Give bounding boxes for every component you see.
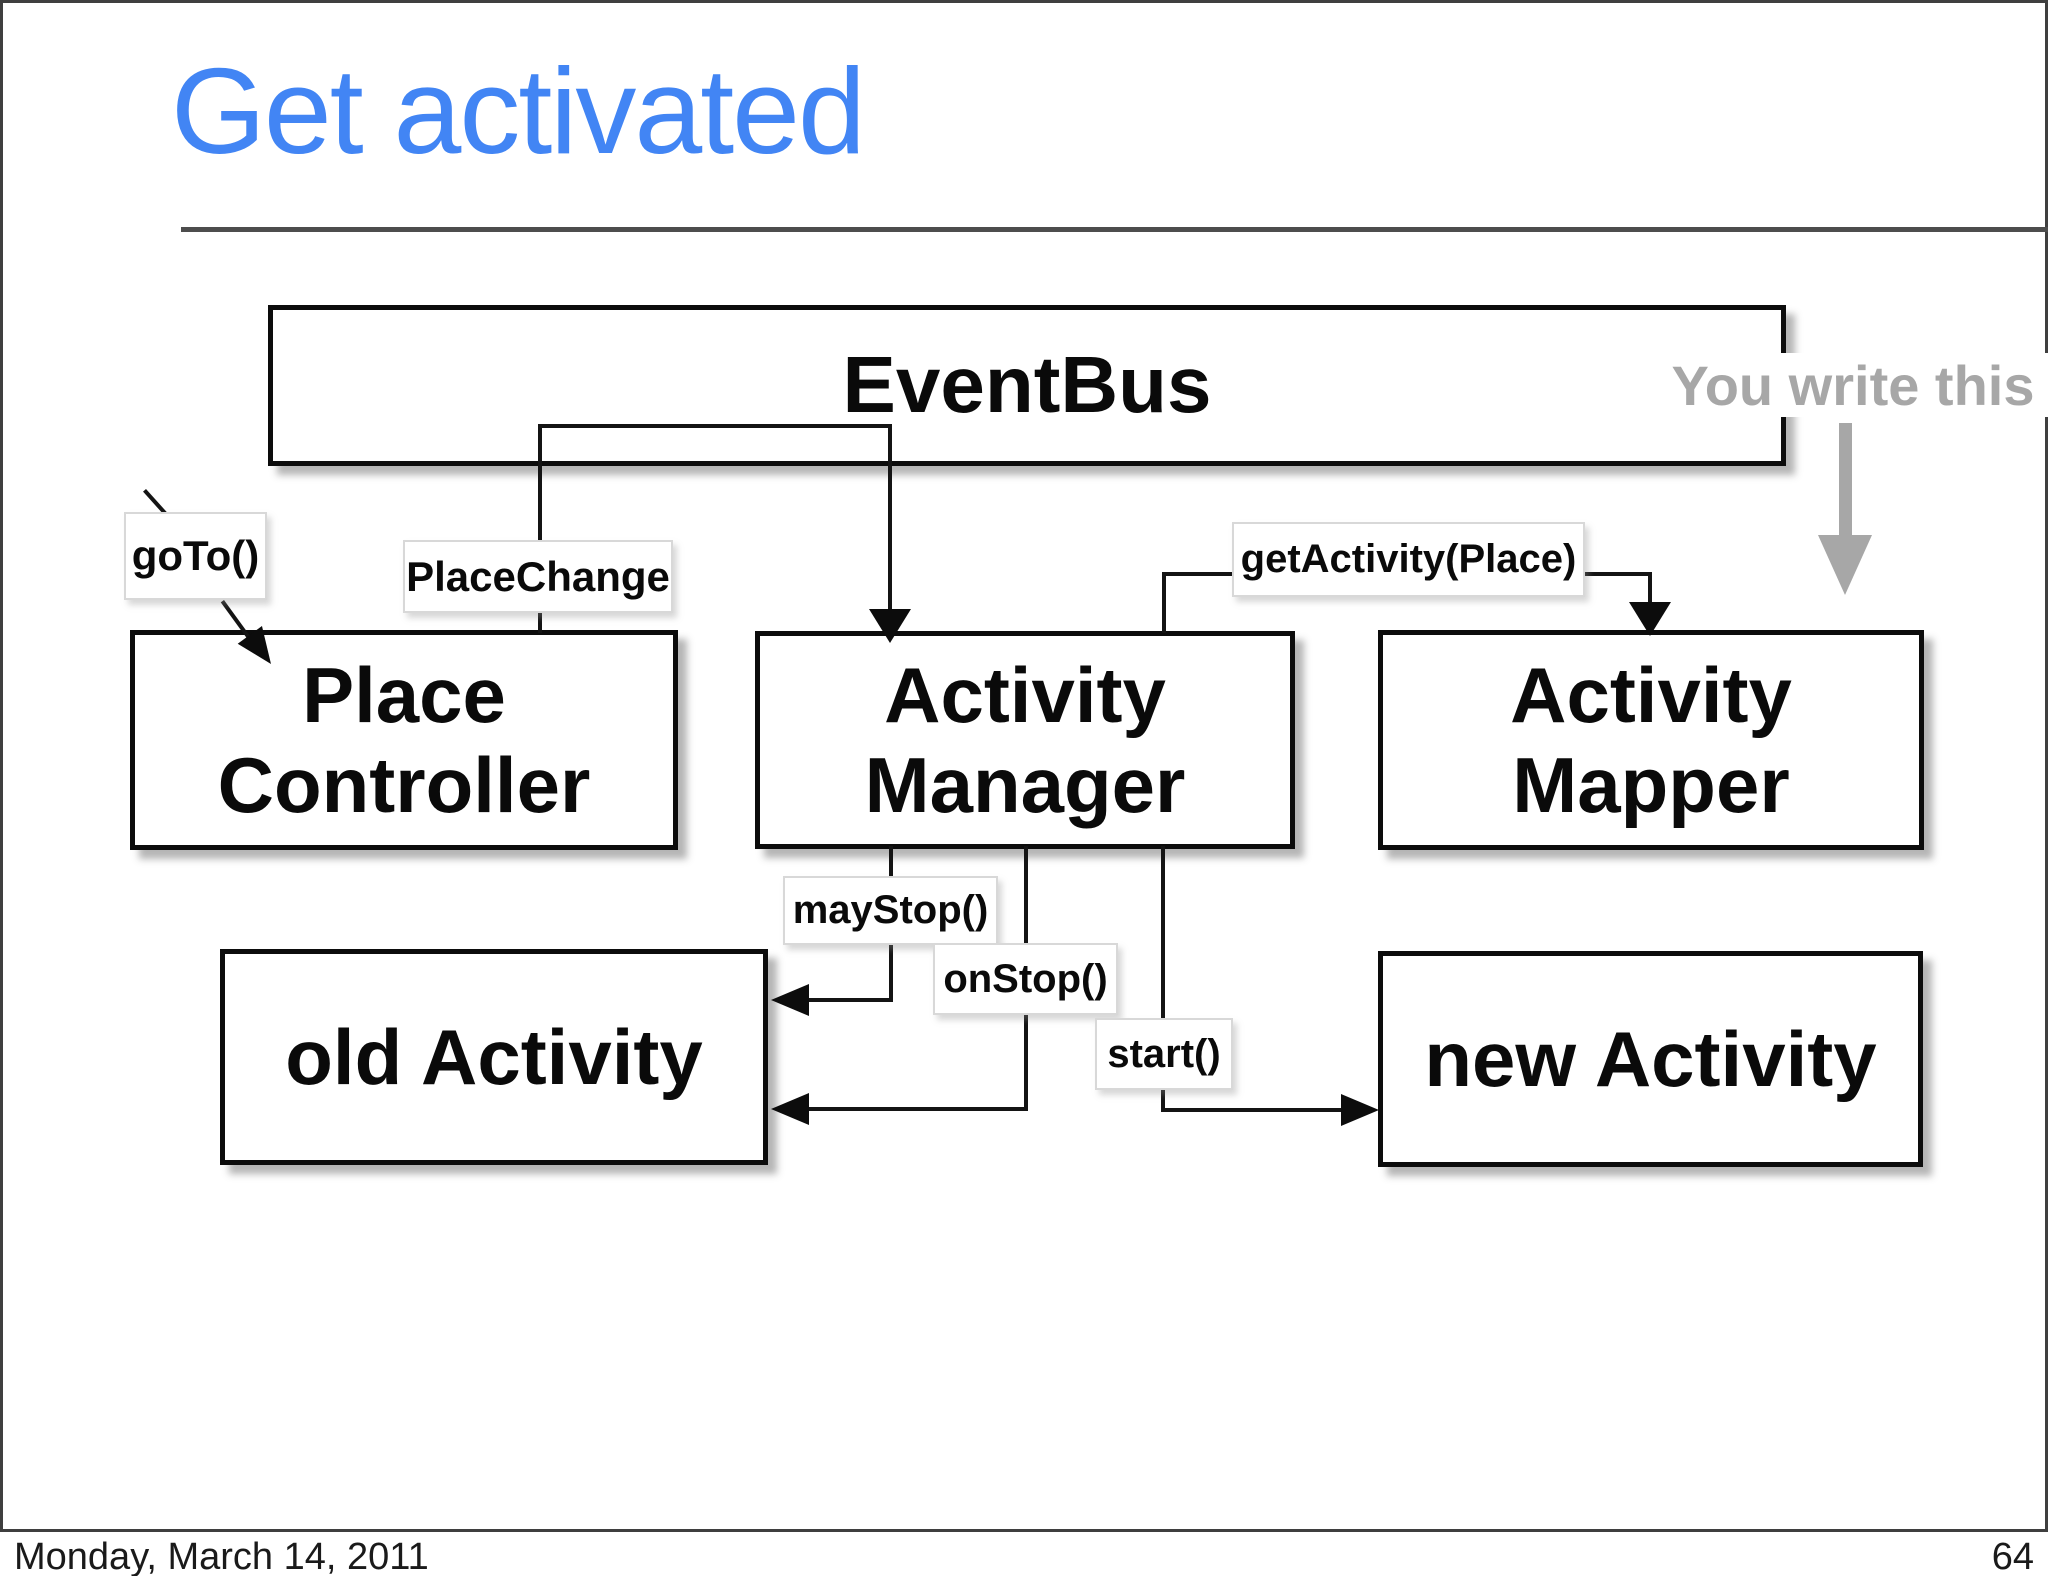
connector-start-horizontal: [1161, 1108, 1341, 1112]
place-controller-box: Place Controller: [130, 630, 678, 850]
connector-onstop-horizontal: [807, 1107, 1028, 1111]
old-activity-label: old Activity: [285, 1012, 703, 1101]
get-activity-label: getActivity(Place): [1232, 522, 1585, 597]
on-stop-label: onStop(): [933, 943, 1118, 1015]
arrowhead-right-into-new-activity-icon: [1341, 1094, 1379, 1126]
goto-label: goTo(): [124, 512, 267, 600]
gray-arrow-shaft: [1839, 423, 1852, 537]
connector-eventbus-horizontal: [539, 424, 891, 428]
footer-bar: Monday, March 14, 2011 64: [0, 1532, 2048, 1576]
arrowhead-left-maystop-icon: [771, 984, 809, 1016]
connector-start-vertical: [1161, 846, 1165, 1112]
place-controller-label-line2: Controller: [217, 741, 591, 829]
activity-manager-label-line2: Manager: [864, 741, 1186, 829]
activity-mapper-label-line1: Activity: [1510, 650, 1792, 739]
old-activity-box: old Activity: [220, 949, 768, 1165]
activity-mapper-label-line2: Mapper: [1512, 741, 1790, 829]
event-bus-box: EventBus: [268, 305, 1786, 466]
connector-placechange-line: [538, 424, 542, 633]
connector-getactivity-left-line: [1162, 572, 1166, 633]
gray-arrowhead-down-icon: [1818, 535, 1872, 595]
footer-page-number: 64: [1991, 1536, 2034, 1576]
connector-maystop-horizontal: [807, 998, 893, 1002]
activity-mapper-box: Activity Mapper: [1378, 630, 1924, 850]
slide-title: Get activated: [171, 43, 866, 179]
activity-manager-label-line1: Activity: [884, 650, 1166, 739]
start-label: start(): [1095, 1018, 1233, 1090]
new-activity-label: new Activity: [1424, 1014, 1877, 1103]
activity-manager-box: Activity Manager: [755, 631, 1295, 849]
slide-area: Get activated EventBus Pla: [0, 0, 2048, 1532]
arrowhead-left-onstop-icon: [771, 1093, 809, 1125]
event-bus-label: EventBus: [842, 340, 1212, 430]
may-stop-label: mayStop(): [783, 876, 998, 945]
place-change-label: PlaceChange: [403, 540, 673, 613]
arrowhead-down-into-activity-manager-icon: [869, 609, 911, 643]
place-controller-label-line1: Place: [302, 650, 506, 739]
connector-getactivity-right-line: [1648, 572, 1652, 604]
title-divider: [181, 227, 2048, 232]
you-write-this-annotation: You write this: [1658, 353, 2048, 417]
footer-date: Monday, March 14, 2011: [14, 1536, 429, 1576]
new-activity-box: new Activity: [1378, 951, 1923, 1167]
arrowhead-down-into-activity-mapper-icon: [1629, 602, 1671, 636]
connector-eventbus-to-manager-line: [888, 424, 892, 609]
